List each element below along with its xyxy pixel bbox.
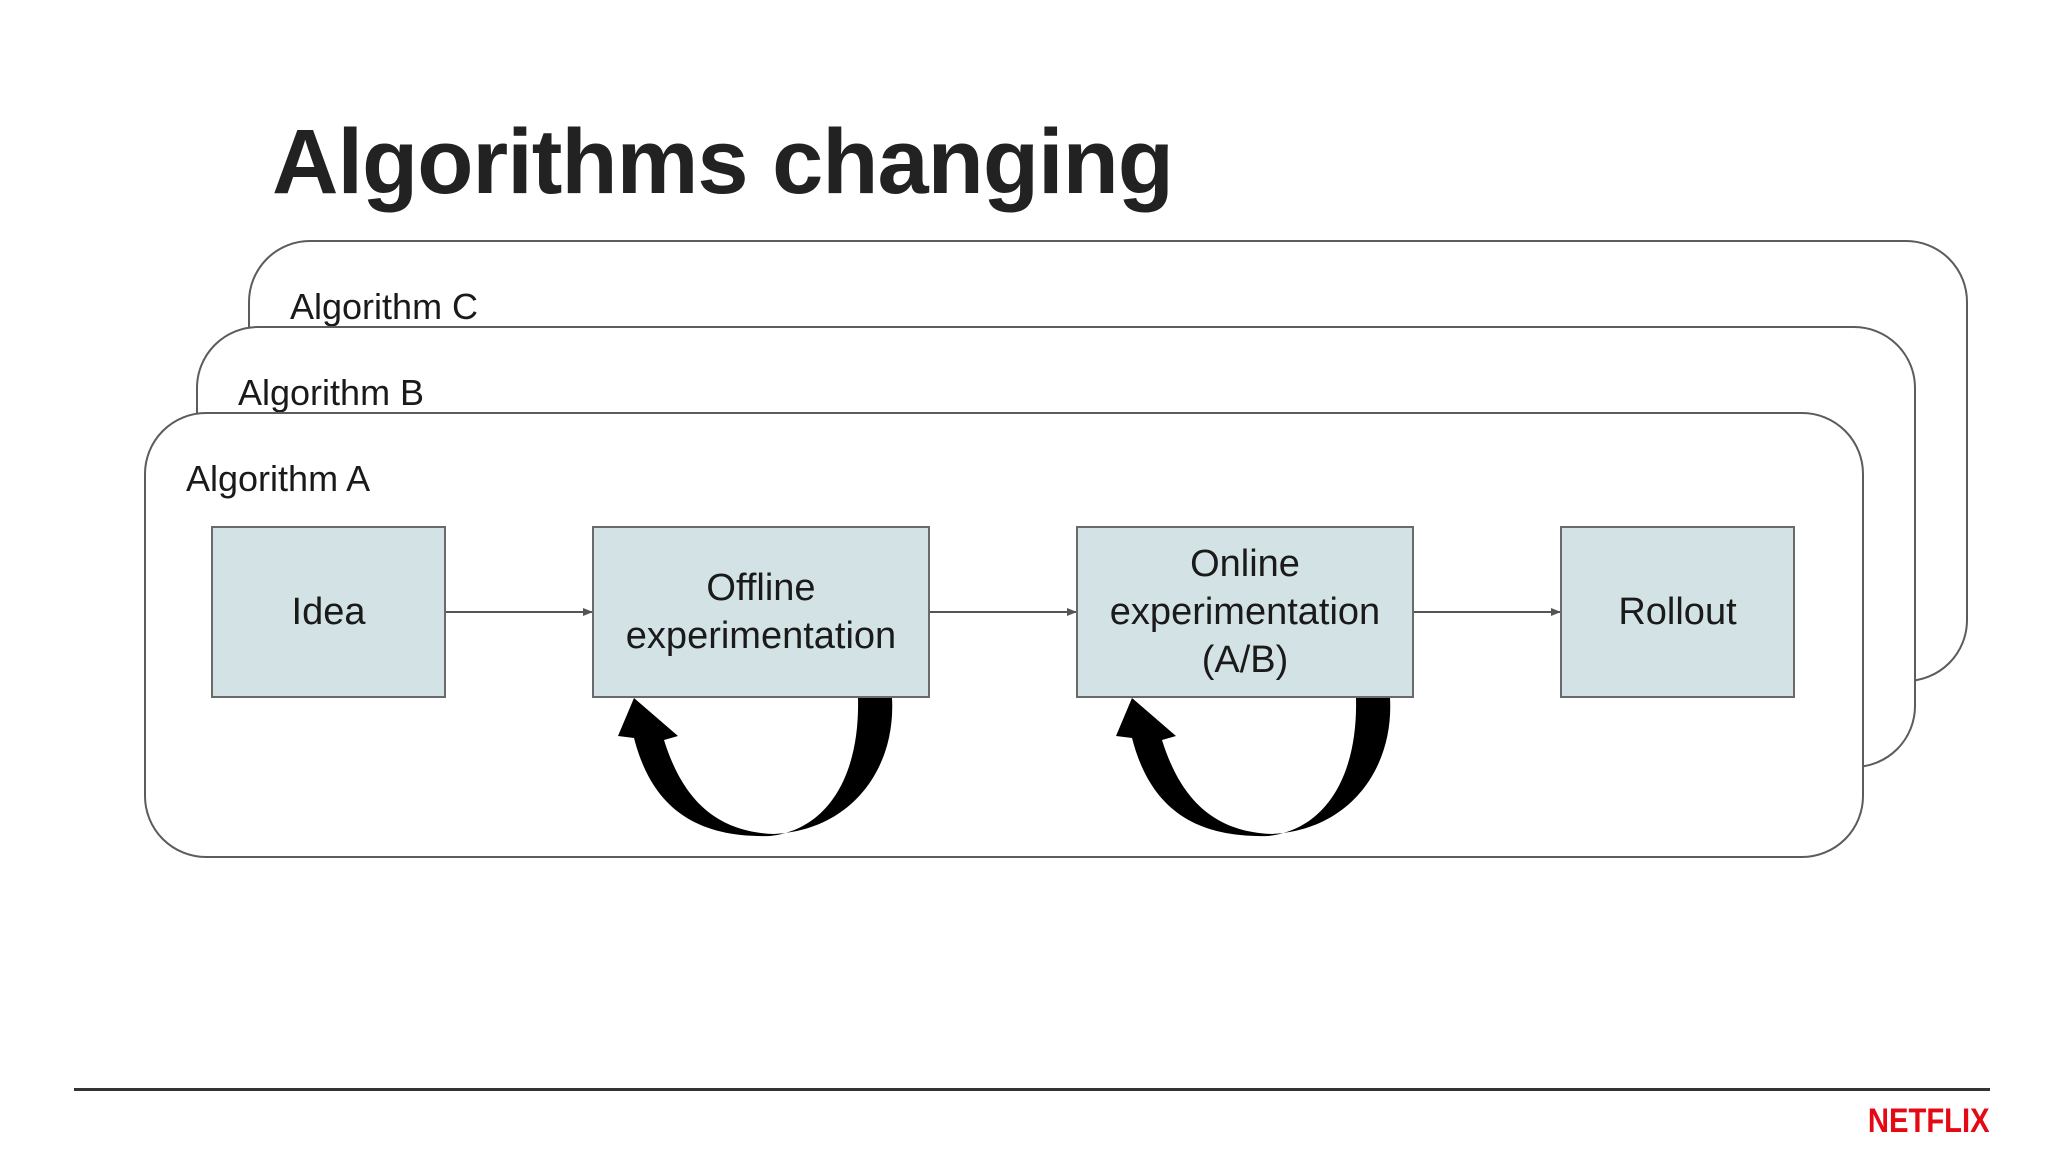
- step-offline-label: Offline experimentation: [625, 567, 897, 657]
- step-idea: Idea: [211, 526, 446, 698]
- step-rollout-label: Rollout: [1618, 591, 1737, 633]
- footer-divider: [74, 1088, 1990, 1091]
- loop-arrow-online-icon: [1116, 698, 1391, 837]
- frame-label-algorithm-c: Algorithm C: [290, 286, 479, 327]
- step-rollout: Rollout: [1560, 526, 1795, 698]
- frame-label-algorithm-b: Algorithm B: [238, 372, 425, 413]
- loop-arrow-offline-icon: [618, 698, 893, 837]
- step-online-label: Online experimentation (A/B): [1109, 543, 1381, 681]
- slide-title: Algorithms changing: [272, 111, 1174, 213]
- netflix-logo: NETFLIX: [1868, 1102, 1990, 1140]
- step-offline-experimentation: Offline experimentation: [592, 526, 930, 698]
- step-idea-label: Idea: [291, 591, 366, 633]
- step-online-experimentation: Online experimentation (A/B): [1076, 526, 1414, 698]
- frame-label-algorithm-a: Algorithm A: [186, 458, 371, 499]
